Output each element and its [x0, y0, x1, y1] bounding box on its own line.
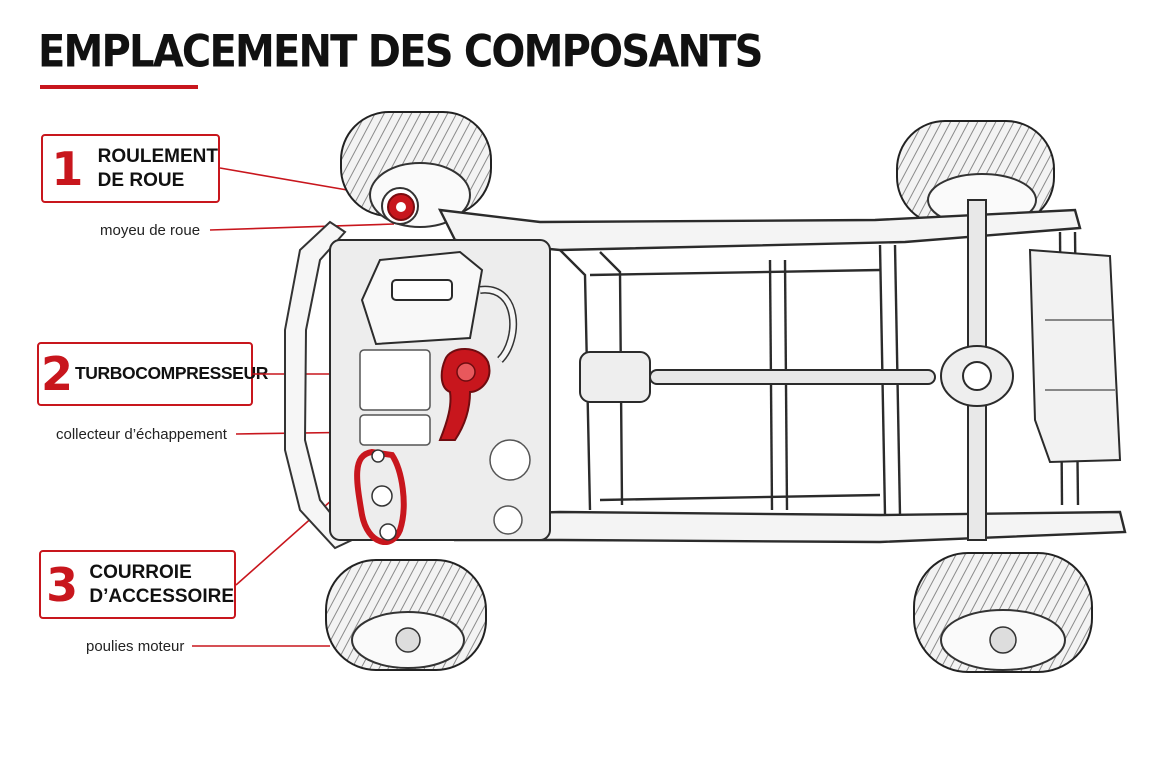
sublabel-engine-pulleys: poulies moteur	[86, 638, 185, 655]
callout-accessory-belt: 3 COURROIE D’ACCESSOIRE	[39, 550, 236, 619]
title-underline	[40, 85, 198, 89]
callout-label-turbocharger: TURBOCOMPRESSEUR	[75, 363, 268, 384]
callout-turbocharger: 2 TURBOCOMPRESSEUR	[37, 342, 268, 406]
chassis-frame	[437, 208, 1127, 544]
callout-number-1: 1	[51, 141, 84, 196]
callout-number-3: 3	[46, 557, 79, 612]
driveshaft	[579, 351, 936, 403]
rear-axle	[940, 199, 1014, 541]
callout-wheel-bearing: 1 ROULEMENT DE ROUE	[41, 134, 220, 203]
callout-label-wheel-bearing: ROULEMENT DE ROUE	[98, 145, 218, 191]
fuel-tank	[1028, 248, 1122, 464]
accessory-belt-highlight	[354, 448, 407, 545]
rear-right-tire	[913, 552, 1093, 673]
callout-label-line: D’ACCESSOIRE	[89, 585, 234, 607]
wheel-hub-highlight	[387, 193, 415, 221]
callout-number-2: 2	[41, 347, 74, 401]
callout-label-line: DE ROUE	[97, 169, 185, 191]
sublabel-exhaust-manifold: collecteur d’échappement	[56, 426, 227, 443]
callout-label-line: TURBOCOMPRESSEUR	[75, 363, 268, 384]
callout-label-accessory-belt: COURROIE D’ACCESSOIRE	[89, 561, 234, 607]
front-right-tire	[325, 559, 487, 671]
turbocharger-highlight	[438, 348, 491, 441]
callout-label-line: COURROIE	[89, 562, 192, 584]
page-title: EMPLACEMENT DES COMPOSANTS	[38, 26, 763, 78]
callout-label-line: ROULEMENT	[97, 146, 218, 168]
front-left-tire	[340, 111, 492, 228]
sublabel-wheel-hub: moyeu de roue	[100, 222, 201, 239]
engine	[329, 239, 551, 541]
